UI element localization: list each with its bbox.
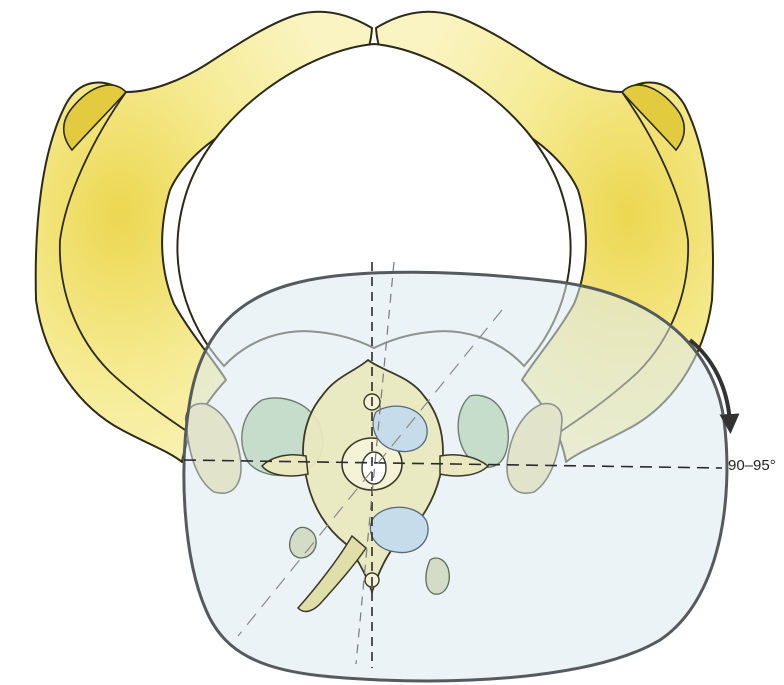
inferior-articular-right: [426, 558, 449, 594]
inferior-articular-left: [290, 527, 316, 558]
rotation-angle-label: 90–95°: [728, 457, 776, 474]
facet-lower-blue: [370, 507, 428, 552]
